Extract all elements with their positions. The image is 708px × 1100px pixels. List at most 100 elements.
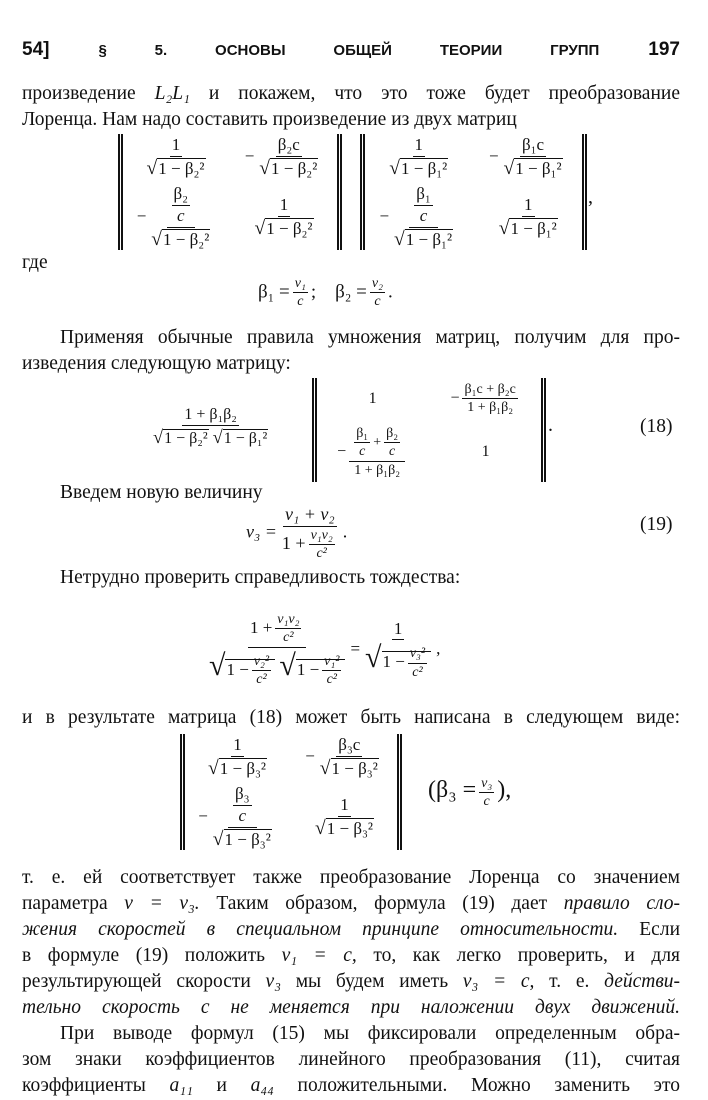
math-token: c	[483, 794, 490, 810]
text-line: и в результате матрица (18) может быть н…	[22, 707, 680, 728]
math-token: v₃	[479, 776, 495, 794]
math-token: параметра	[22, 893, 108, 914]
text-line: параметра v = v₃. Таким образом, формула…	[22, 892, 680, 916]
math-token: 1 − β₁²	[404, 228, 454, 249]
text-where: где	[22, 252, 48, 273]
text-line: При выводе формул (15) мы фиксировали оп…	[60, 1023, 680, 1044]
square-root: √1 − β₂²	[153, 427, 209, 447]
fraction: 1√1 − β₃²	[206, 735, 269, 780]
square-root: √1 − β₁²	[392, 228, 455, 251]
math-token: −	[337, 442, 347, 460]
radical-sign: √	[151, 228, 163, 250]
text-line: произведение L₂L₁ и покажем, что это тож…	[22, 82, 680, 106]
math-token: 1	[169, 135, 183, 157]
text-line: в формуле (19) положить v₁ = c, то, как …	[22, 944, 680, 968]
math-token: β₃	[233, 784, 252, 806]
text: и покажем, что это тоже будет преобразов…	[208, 83, 680, 104]
math-token: v₂	[369, 276, 385, 294]
math-token: −	[488, 146, 499, 166]
radical-sign: √	[394, 228, 405, 250]
math-token: −	[244, 146, 255, 166]
math-token: 1 − β₂²	[265, 217, 314, 238]
fraction: 1√1 − β₁²	[387, 135, 450, 179]
math-token: v₁ + v₂	[283, 504, 337, 527]
math-token: 1	[277, 195, 291, 217]
math-token: β₁	[354, 426, 371, 444]
math-token: (β₃ =	[428, 777, 477, 804]
radical-sign: √	[319, 757, 331, 779]
math-token: −	[379, 206, 390, 226]
math-token: β₁	[414, 184, 433, 206]
radical-sign: √	[209, 648, 226, 682]
eq18-prefactor: 1 + β₁β₂√1 − β₂² √1 − β₁²	[148, 406, 273, 447]
math-token: c²	[283, 630, 294, 646]
math-token: β₃c	[336, 735, 363, 757]
math-token: c	[419, 205, 428, 225]
math-token: 1 − β₁²	[514, 157, 563, 178]
square-root: √1 − β₃²	[313, 817, 376, 840]
math-inline: L₂L₁	[154, 83, 190, 104]
header-title: § 5. ОСНОВЫ ОБЩЕЙ ТЕОРИИ ГРУПП	[98, 42, 600, 59]
square-root: √1 − β₂²	[253, 217, 316, 240]
fraction: 1√1 − β₂²	[253, 195, 316, 240]
page-number: 197	[648, 39, 680, 60]
fraction: β₁c√1 − β₁²	[502, 135, 565, 179]
math-token: 1	[522, 195, 535, 217]
math-token: Если	[639, 919, 680, 940]
math-token: v₃ = c,	[462, 971, 535, 992]
math-token: c	[359, 444, 366, 460]
math-token: v₁	[292, 276, 308, 294]
math-token: a₄₄	[250, 1075, 274, 1096]
math-token: β₁c + β₂c	[462, 382, 518, 400]
radical-sign: √	[498, 217, 510, 239]
math-token: 1	[231, 735, 244, 757]
fraction: β₂c√1 − β₂²	[257, 135, 320, 179]
math-token: v₃²	[407, 646, 428, 664]
text-line: Лоренца. Нам надо составить произведение…	[22, 109, 517, 130]
math-token: Таким образом, формула (19) дает	[216, 893, 548, 914]
math-token: то, как легко проверить, и для	[373, 945, 681, 966]
math-token: c	[238, 805, 247, 825]
math-token: 1	[338, 795, 351, 817]
math-token: и	[216, 1075, 227, 1096]
math-token: жения скоростей в специальном принципе о…	[22, 919, 619, 940]
math-token: 1 +	[281, 532, 306, 553]
text-line: т. е. ей соответствует также преобразова…	[22, 867, 680, 888]
math-token: результирующей скорости	[22, 971, 251, 992]
square-root: √1 − β₂²	[149, 228, 212, 251]
math-token: 1 −	[382, 652, 405, 672]
math-token: мы будем иметь	[295, 971, 449, 992]
math-token: тельно скорость c не меняется при наложе…	[22, 997, 680, 1018]
math-token: a₁₁	[169, 1075, 193, 1096]
math-token: c	[297, 294, 304, 310]
math-token: +	[373, 434, 382, 450]
math-token: c²	[412, 664, 423, 680]
math-token: 1 +	[249, 617, 273, 637]
math-token: ),	[497, 777, 512, 804]
math-token: правило сло-	[563, 893, 681, 914]
punctuation: .	[548, 414, 553, 436]
equation-number: (18)	[640, 416, 673, 437]
text: произведение	[22, 83, 136, 104]
square-root: √1 − β₃²	[206, 757, 269, 780]
square-root: √1 − β₁²	[213, 427, 269, 447]
math-token: 1	[391, 619, 405, 641]
text-line: Введем новую величину	[60, 482, 263, 503]
math-token: β₂ =	[335, 281, 367, 303]
radical-sign: √	[279, 648, 296, 682]
